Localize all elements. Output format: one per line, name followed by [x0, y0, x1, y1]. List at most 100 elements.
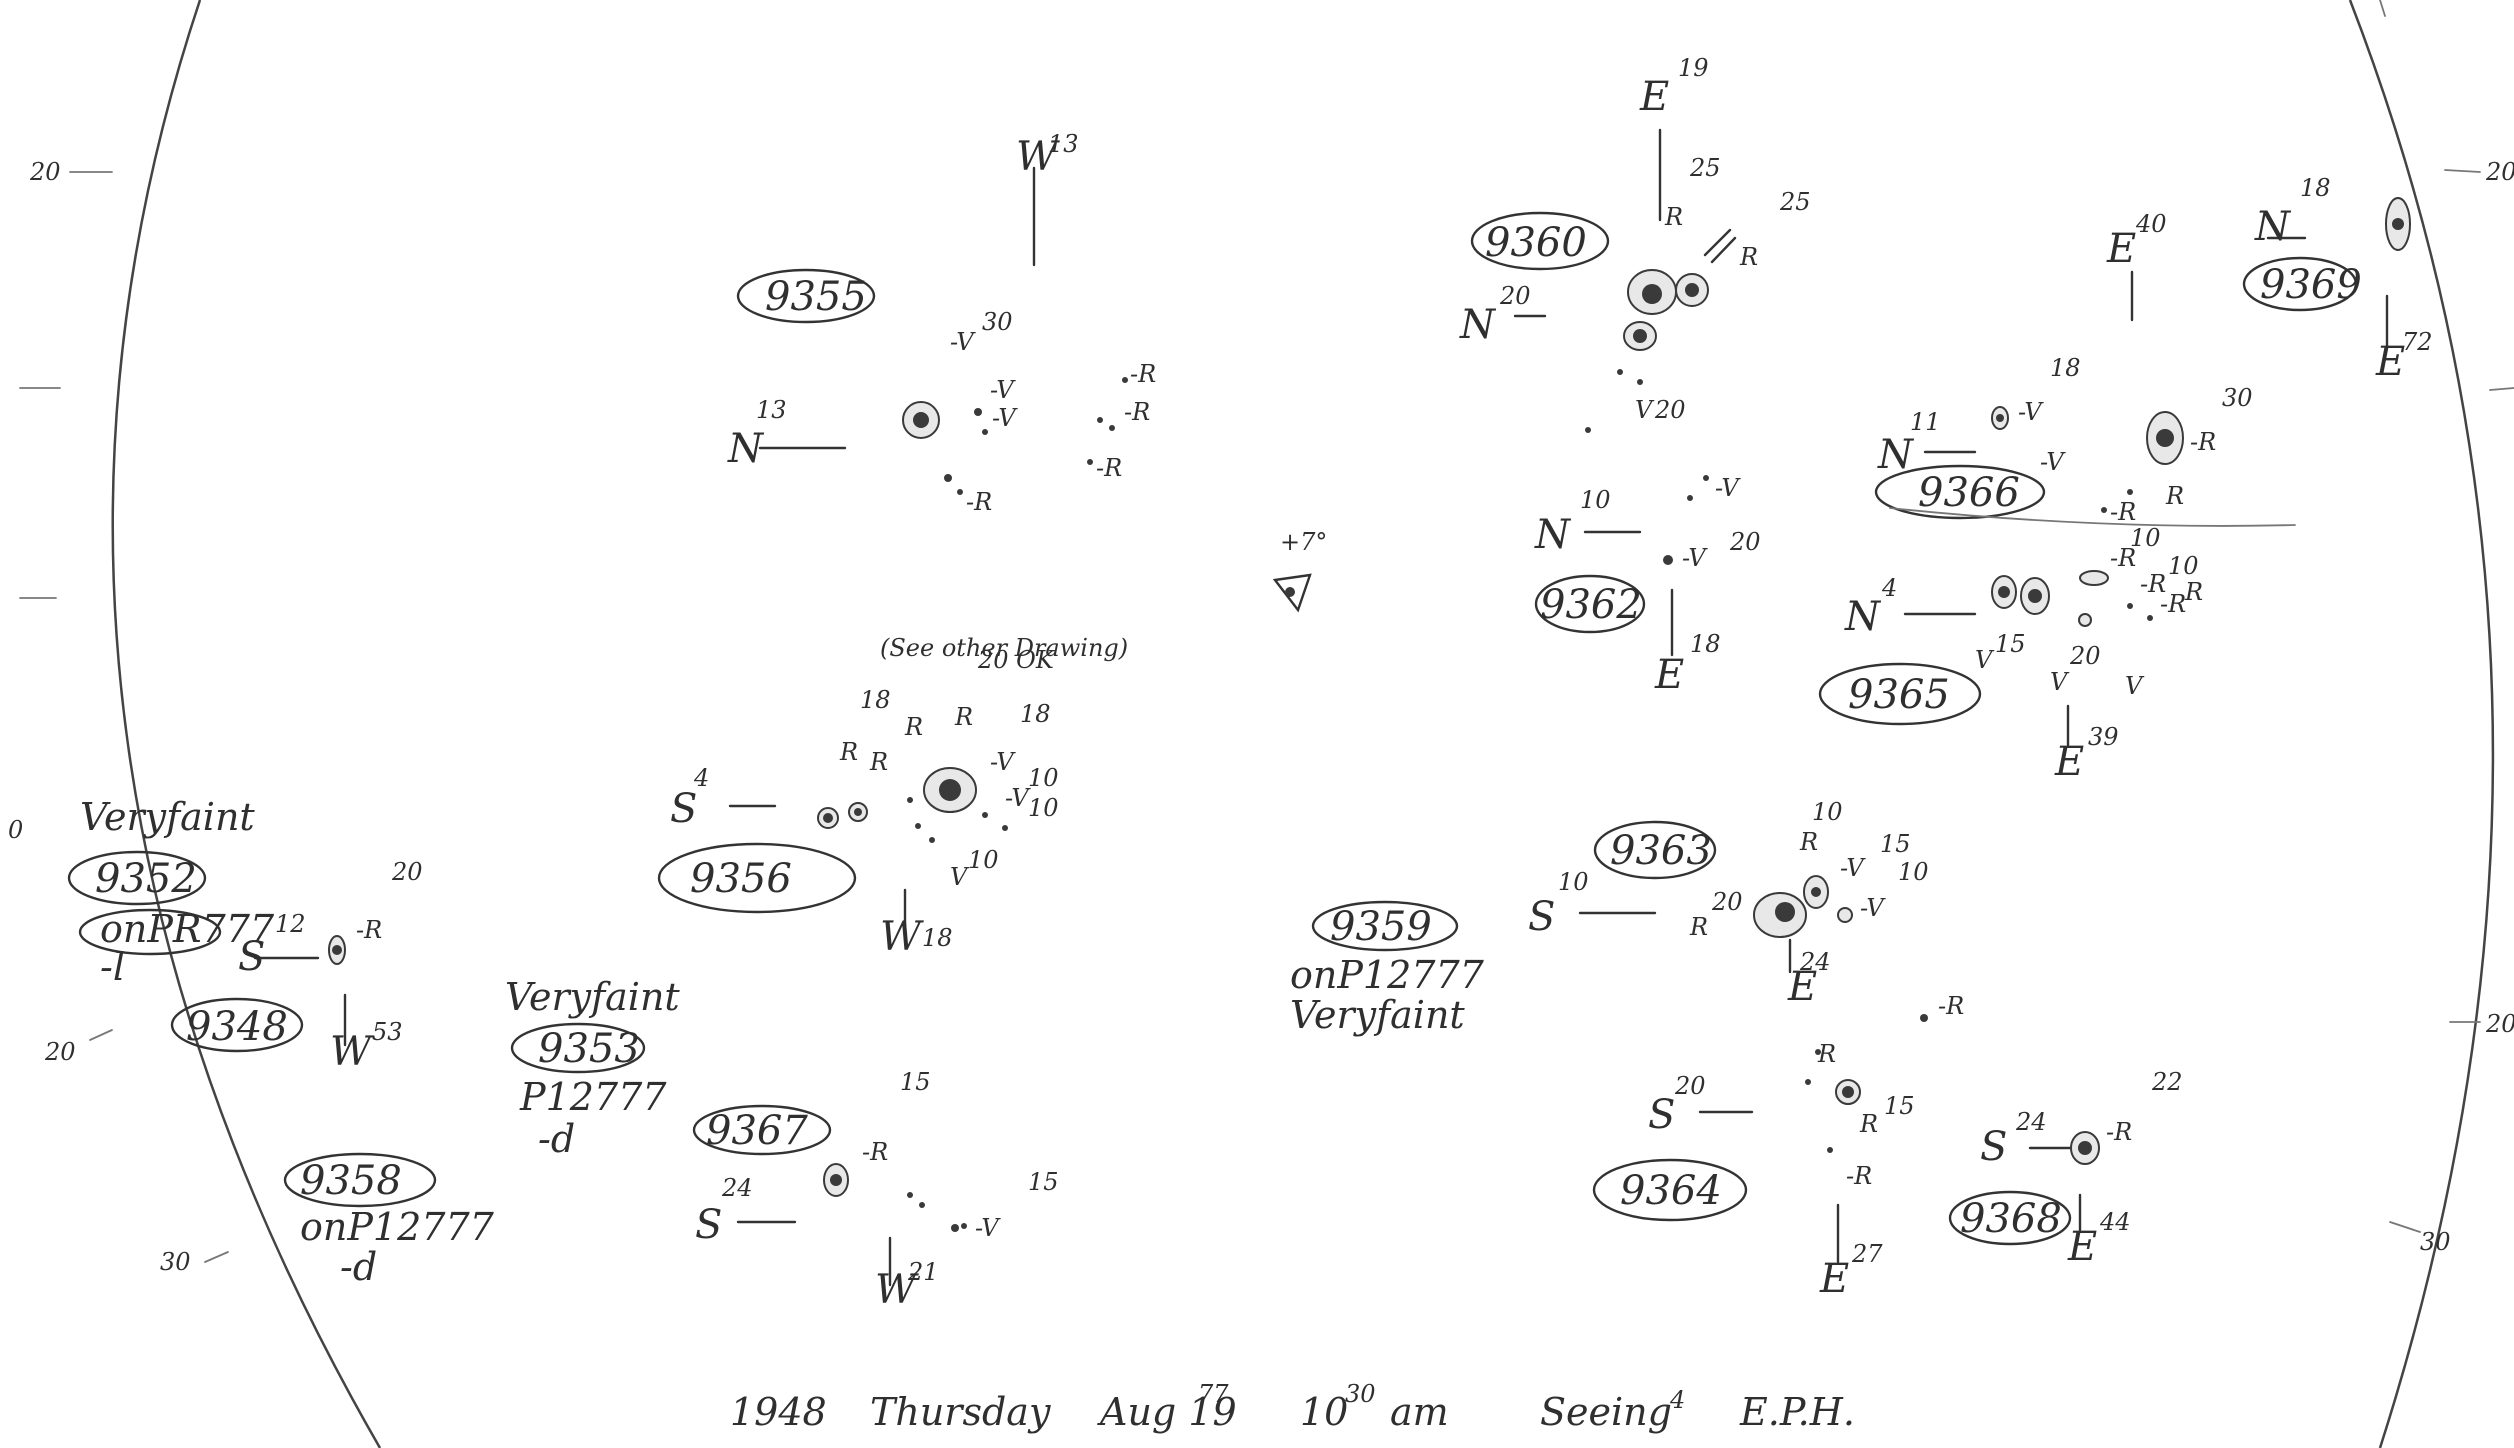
svg-text:-V: -V [1715, 474, 1741, 502]
svg-text:E: E [2106, 226, 2136, 272]
annotation: onP12777 [300, 1205, 495, 1249]
scale-label: 20 [2485, 1010, 2514, 1038]
svg-text:15: 15 [1028, 1168, 1059, 1196]
svg-text:-R: -R [2160, 590, 2186, 618]
svg-text:19: 19 [1678, 54, 1709, 82]
svg-text:18: 18 [1690, 630, 1721, 658]
svg-text:S: S [238, 934, 265, 980]
group-number: 9356 [690, 856, 792, 902]
group-number: 9364 [1620, 1168, 1722, 1214]
svg-text:E: E [1819, 1256, 1849, 1302]
svg-text:R: R [954, 703, 973, 731]
svg-text:4: 4 [693, 764, 709, 792]
svg-text:S: S [1528, 894, 1555, 940]
svg-text:18: 18 [860, 686, 891, 714]
group-9364: 9364 S20 R-R R15 -R E27 [1592, 992, 1964, 1302]
svg-text:R: R [1664, 203, 1683, 231]
svg-text:S: S [1648, 1092, 1675, 1138]
scale-label: 30 [160, 1248, 191, 1276]
svg-text:V: V [950, 863, 970, 891]
svg-text:E: E [2067, 1224, 2097, 1270]
group-9366: 9366 N11 -V18 -V -R30 -RR [1874, 354, 2296, 527]
svg-text:-R: -R [1846, 1162, 1872, 1190]
svg-text:15: 15 [1880, 830, 1911, 858]
svg-text:E: E [2375, 339, 2405, 385]
group-number: 9368 [1960, 1196, 2062, 1242]
group-number: 9359 [1330, 904, 1432, 950]
right-scale: 20 20 30 [2389, 158, 2514, 1256]
svg-text:R: R [2184, 578, 2203, 606]
svg-text:13: 13 [756, 396, 787, 424]
svg-text:10: 10 [2168, 552, 2199, 580]
svg-text:20: 20 [1711, 888, 1743, 916]
svg-text:10: 10 [1028, 794, 1059, 822]
group-9369: 9369 N18 E72 E40 [2106, 174, 2433, 385]
annotation: -l [100, 945, 125, 989]
svg-text:N: N [1844, 594, 1882, 640]
footer-time: 10 [1300, 1390, 1348, 1434]
svg-text:R: R [1799, 828, 1818, 856]
svg-text:R: R [904, 713, 923, 741]
scale-label: 30 [2420, 1228, 2451, 1256]
footer-year: 1948 [730, 1390, 827, 1434]
svg-text:30: 30 [2222, 384, 2253, 412]
svg-text:39: 39 [2088, 723, 2119, 751]
svg-text:S: S [695, 1202, 722, 1248]
group-9365: 9365 N4 -R10 -R10 -RR V15 V20 V E39 [1818, 524, 2203, 785]
svg-text:10: 10 [1028, 764, 1059, 792]
left-scale: 20 0 20 30 [8, 158, 229, 1276]
svg-text:24: 24 [1799, 948, 1831, 976]
annotation: 12 [275, 910, 306, 938]
svg-text:20: 20 [1499, 282, 1531, 310]
footer-seeing-value: 4 [1669, 1386, 1685, 1414]
group-9368: 9368 S24 -R22 E44 [1948, 1068, 2183, 1270]
svg-text:15: 15 [1884, 1092, 1915, 1120]
svg-text:-V: -V [1005, 784, 1031, 812]
svg-text:-V: -V [2040, 448, 2066, 476]
svg-text:-V: -V [1682, 544, 1708, 572]
svg-text:-V: -V [990, 376, 1016, 404]
svg-text:20: 20 [1654, 396, 1686, 424]
footer-date: Aug 19 [1097, 1390, 1237, 1434]
group-number: 9363 [1610, 828, 1712, 874]
scale-label: 20 [2485, 158, 2514, 186]
svg-text:-R: -R [1938, 992, 1964, 1020]
group-number: 9369 [2260, 262, 2362, 308]
svg-text:20: 20 [1674, 1072, 1706, 1100]
svg-text:V: V [2050, 668, 2070, 696]
svg-text:-R: -R [2190, 428, 2216, 456]
svg-text:-R: -R [862, 1138, 888, 1166]
disk-tick [2379, 0, 2386, 17]
svg-text:E: E [1639, 74, 1669, 120]
svg-text:10: 10 [2130, 524, 2161, 552]
annotation: onPR777 [100, 907, 275, 951]
group-9363: 9363 S10 R10 -V15 -V10 R20 E24 [1528, 798, 1929, 1010]
svg-text:18: 18 [1020, 700, 1051, 728]
svg-text:N: N [1534, 512, 1572, 558]
svg-text:-R: -R [2106, 1118, 2132, 1146]
group-number: 9353 [538, 1026, 640, 1072]
group-9359: 9359 onP12777 Veryfaint [1290, 900, 1485, 1037]
solar-disk-outline [111, 0, 382, 1448]
svg-text:R: R [1739, 243, 1758, 271]
center-mark: +7° [1272, 528, 1327, 613]
annotation: Veryfaint [505, 975, 680, 1019]
svg-text:24: 24 [2015, 1108, 2047, 1136]
annotation: Veryfaint [1290, 993, 1465, 1037]
group-number: 9365 [1848, 672, 1950, 718]
svg-text:W: W [330, 1029, 374, 1075]
scale-label: 0 [8, 816, 23, 844]
svg-text:S: S [670, 786, 697, 832]
svg-text:V: V [2125, 672, 2145, 700]
svg-text:R: R [1817, 1040, 1836, 1068]
svg-text:20: 20 [391, 858, 423, 886]
svg-text:-R: -R [2110, 544, 2136, 572]
group-9355: 9355 W13 N13 -V30 -V-V -R-R -R-R [727, 130, 1156, 516]
annotation: -d [538, 1117, 575, 1161]
svg-text:R: R [1859, 1110, 1878, 1138]
svg-text:W: W [1016, 134, 1060, 180]
svg-text:-V: -V [2018, 398, 2044, 426]
